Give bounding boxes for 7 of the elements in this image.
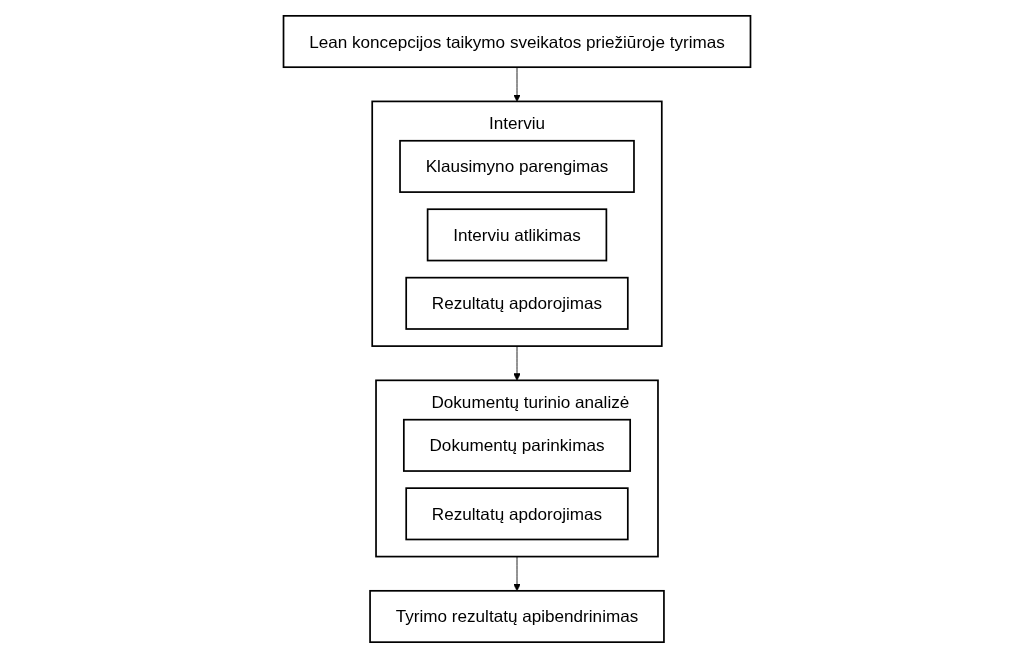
node-box: Dokumentų parinkimas	[402, 418, 631, 472]
node-box: Tyrimo rezultatų apibendrinimas	[368, 589, 665, 643]
node-box: Interviu atlikimas	[426, 207, 607, 261]
node-box: Lean koncepcijos taikymo sveikatos priežiūroje tyrimas	[282, 14, 751, 68]
node-box: Rezultatų apdorojimas	[404, 276, 629, 330]
node-box: Klausimyno parengimas	[398, 139, 635, 193]
node-box: Rezultatų apdorojimas	[404, 486, 629, 540]
